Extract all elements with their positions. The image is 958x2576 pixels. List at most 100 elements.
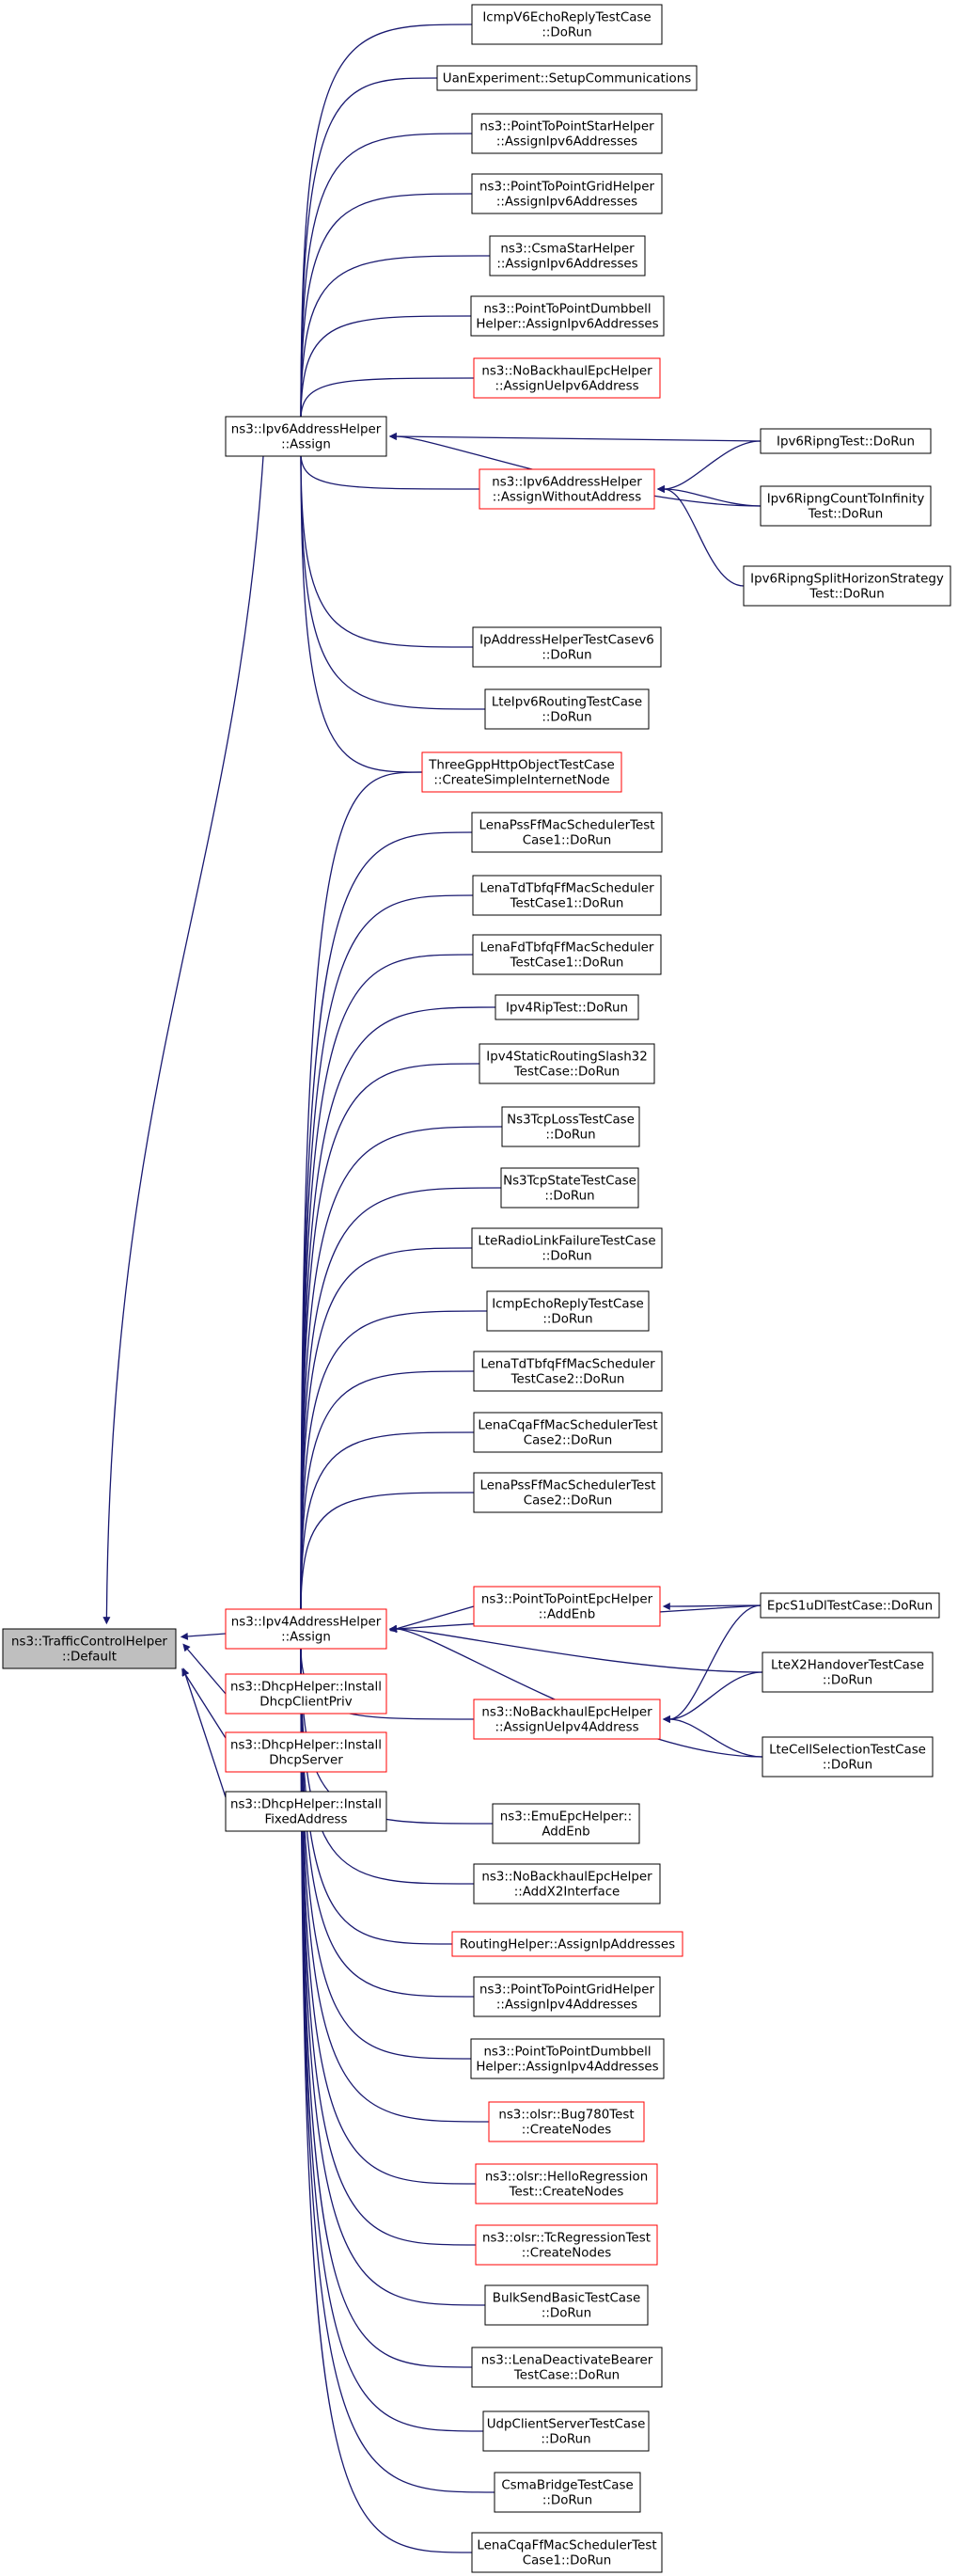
node-ripngtest[interactable]: Ipv6RipngTest::DoRun bbox=[760, 428, 932, 454]
node-box bbox=[494, 2472, 641, 2513]
node-box bbox=[471, 2347, 663, 2388]
node-udpclient[interactable]: UdpClientServerTestCase::DoRun bbox=[482, 2410, 650, 2452]
node-box bbox=[470, 295, 665, 337]
node-threegpp[interactable]: ThreeGppHttpObjectTestCase::CreateSimple… bbox=[421, 751, 622, 793]
node-label: Helper::AssignIpv6Addresses bbox=[476, 318, 658, 332]
call-edge-lenafdtbfq1-to-ipv4 bbox=[297, 954, 474, 1620]
node-label: IpAddressHelperTestCasev6 bbox=[479, 634, 654, 648]
node-box bbox=[473, 1351, 663, 1392]
node-olsrbug[interactable]: ns3::olsr::Bug780Test::CreateNodes bbox=[488, 2101, 645, 2142]
node-label: Case2::DoRun bbox=[524, 1434, 613, 1448]
node-label: ns3::PointToPointDumbbell bbox=[483, 303, 651, 317]
node-box bbox=[484, 688, 650, 730]
node-box bbox=[225, 416, 387, 457]
node-olsrhello[interactable]: ns3::olsr::HelloRegressionTest::CreateNo… bbox=[475, 2163, 658, 2205]
node-label: ThreeGppHttpObjectTestCase bbox=[428, 759, 615, 773]
node-label: ::AssignWithoutAddress bbox=[493, 491, 642, 505]
node-label: ns3::PointToPointEpcHelper bbox=[481, 1593, 653, 1607]
node-label: ::AssignUeIpv6Address bbox=[495, 380, 638, 394]
node-label: UanExperiment::SetupCommunications bbox=[443, 72, 691, 87]
node-ltex2[interactable]: LteX2HandoverTestCase::DoRun bbox=[762, 1651, 934, 1693]
node-ipv4[interactable]: ns3::Ipv4AddressHelper::Assign bbox=[225, 1608, 387, 1650]
node-ipv4rip[interactable]: Ipv4RipTest::DoRun bbox=[495, 994, 639, 1020]
node-routinghelper[interactable]: RoutingHelper::AssignIpAddresses bbox=[451, 1931, 683, 1957]
node-label: ::DoRun bbox=[542, 26, 591, 40]
node-label: AddEnb bbox=[542, 1825, 589, 1840]
node-label: TestCase::DoRun bbox=[513, 2369, 620, 2383]
node-label: ::AssignIpv6Addresses bbox=[496, 258, 637, 272]
node-label: FixedAddress bbox=[264, 1813, 347, 1827]
call-edge-dhcpfixed-to-root bbox=[181, 1667, 227, 1798]
call-edge-ipv6-to-root bbox=[102, 455, 264, 1625]
node-label: ::DoRun bbox=[823, 1674, 872, 1688]
node-label: ns3::EmuEpcHelper:: bbox=[500, 1810, 632, 1825]
node-lteradio[interactable]: LteRadioLinkFailureTestCase::DoRun bbox=[471, 1227, 663, 1269]
call-edge-ripngtest-to-ipv6 bbox=[388, 433, 762, 442]
call-edge-ripngcount-to-assignwithout bbox=[656, 485, 762, 507]
node-ipv6[interactable]: ns3::Ipv6AddressHelper::Assign bbox=[225, 416, 387, 457]
node-label: ::Assign bbox=[281, 1631, 331, 1645]
node-p2pgrid4[interactable]: ns3::PointToPointGridHelper::AssignIpv4A… bbox=[473, 1976, 661, 2017]
node-ns3tcploss[interactable]: Ns3TcpLossTestCase::DoRun bbox=[501, 1106, 640, 1147]
node-box bbox=[471, 2532, 663, 2573]
node-label: ::AddX2Interface bbox=[514, 1886, 620, 1900]
call-edge-lteradio-to-ipv4 bbox=[297, 1247, 473, 1620]
call-edge-ripngtest-to-assignwithout bbox=[656, 440, 762, 493]
node-label: ::Assign bbox=[281, 438, 331, 452]
node-lteipv6[interactable]: LteIpv6RoutingTestCase::DoRun bbox=[484, 688, 650, 730]
node-nobackhaul6[interactable]: ns3::NoBackhaulEpcHelper::AssignUeIpv6Ad… bbox=[473, 357, 661, 399]
node-p2pstar6[interactable]: ns3::PointToPointStarHelper::AssignIpv6A… bbox=[471, 113, 663, 154]
call-edge-lenapss2-to-ipv4 bbox=[297, 1492, 475, 1620]
node-p2pdumb4[interactable]: ns3::PointToPointDumbbellHelper::AssignI… bbox=[470, 2038, 665, 2079]
node-label: ::DoRun bbox=[542, 649, 591, 663]
node-p2pgrid6[interactable]: ns3::PointToPointGridHelper::AssignIpv6A… bbox=[471, 173, 663, 214]
node-ns3tcpstate[interactable]: Ns3TcpStateTestCase::DoRun bbox=[500, 1167, 639, 1209]
node-csmastar6[interactable]: ns3::CsmaStarHelper::AssignIpv6Addresses bbox=[489, 235, 646, 277]
node-label: Test::DoRun bbox=[809, 588, 885, 602]
call-edge-threegpp-to-ipv6 bbox=[297, 446, 423, 773]
node-box bbox=[743, 565, 951, 607]
node-emuepc[interactable]: ns3::EmuEpcHelper::AddEnb bbox=[492, 1803, 640, 1844]
node-ltecell[interactable]: LteCellSelectionTestCase::DoRun bbox=[762, 1736, 934, 1778]
call-edge-uan-to-ipv6 bbox=[297, 77, 438, 427]
node-label: ::DoRun bbox=[542, 1313, 592, 1327]
node-bulksend[interactable]: BulkSendBasicTestCase::DoRun bbox=[484, 2284, 649, 2326]
node-p2pdumb6[interactable]: ns3::PointToPointDumbbellHelper::AssignI… bbox=[470, 295, 665, 337]
node-label: Helper::AssignIpv4Addresses bbox=[476, 2061, 658, 2075]
node-box bbox=[472, 626, 662, 668]
node-epcs1u[interactable]: EpcS1uDlTestCase::DoRun bbox=[760, 1592, 940, 1619]
call-edge-nobackhaulx2-to-ipv4 bbox=[297, 1638, 475, 1885]
node-nobackhaulx2[interactable]: ns3::NoBackhaulEpcHelper::AddX2Interface bbox=[473, 1863, 661, 1904]
node-olsrtc[interactable]: ns3::olsr::TcRegressionTest::CreateNodes bbox=[475, 2224, 658, 2266]
node-assignwithout[interactable]: ns3::Ipv6AddressHelper::AssignWithoutAdd… bbox=[479, 468, 655, 510]
node-icmpv6[interactable]: IcmpV6EchoReplyTestCase::DoRun bbox=[471, 4, 663, 45]
node-box bbox=[500, 1167, 639, 1209]
node-box bbox=[482, 2410, 650, 2452]
node-box bbox=[473, 1586, 661, 1627]
node-p2pepc[interactable]: ns3::PointToPointEpcHelper::AddEnb bbox=[473, 1586, 661, 1627]
node-ipaddrv6[interactable]: IpAddressHelperTestCasev6::DoRun bbox=[472, 626, 662, 668]
node-uan[interactable]: UanExperiment::SetupCommunications bbox=[436, 65, 698, 91]
node-label: CsmaBridgeTestCase bbox=[501, 2479, 633, 2493]
node-label: ns3::olsr::TcRegressionTest bbox=[482, 2232, 651, 2246]
node-csmabridge[interactable]: CsmaBridgeTestCase::DoRun bbox=[494, 2472, 641, 2513]
node-label: BulkSendBasicTestCase bbox=[493, 2292, 640, 2306]
node-nobackhaul4[interactable]: ns3::NoBackhaulEpcHelper::AssignUeIpv4Ad… bbox=[473, 1699, 661, 1740]
node-label: ::DoRun bbox=[542, 1250, 591, 1264]
node-icmpecho[interactable]: IcmpEchoReplyTestCase::DoRun bbox=[486, 1290, 650, 1332]
